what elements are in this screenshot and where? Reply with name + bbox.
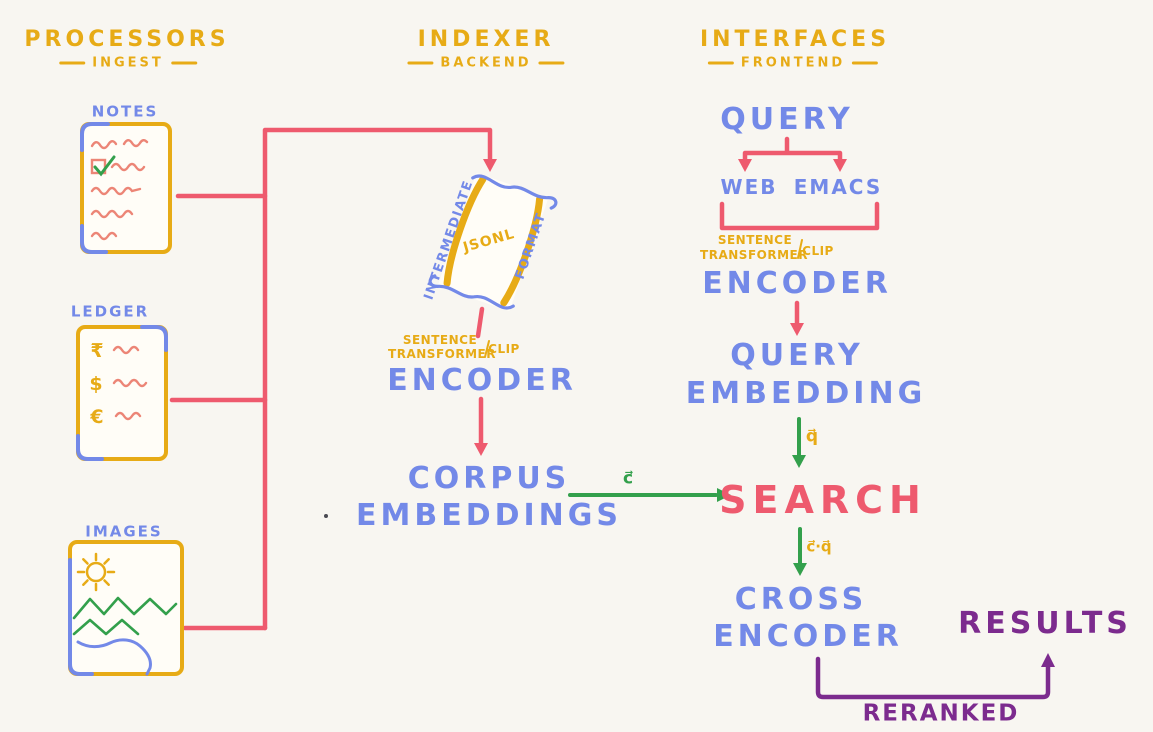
scribble-line [90, 140, 118, 150]
scribble-line [110, 162, 146, 172]
search-node: SEARCH [719, 478, 927, 522]
scribble-line [122, 139, 149, 148]
processors-title: PROCESSORS [24, 27, 230, 52]
processors-subtitle: INGEST [59, 57, 197, 70]
arrowhead-search-left [717, 488, 731, 502]
stray-dot [324, 514, 328, 518]
ledger-scribble-lines [112, 345, 148, 421]
clients-join-connector [719, 201, 880, 231]
interfaces-model-transformer: TRANSFORMER [700, 248, 808, 262]
corpus-vector-label: c⃗ [622, 468, 634, 489]
mountain-ridge [72, 596, 178, 620]
notes-doc-corner-accent-bottom [80, 224, 108, 254]
green-arrowheads [717, 455, 807, 576]
interfaces-model-clip: CLIP [802, 244, 834, 258]
interfaces-encoder-node: ENCODER [702, 266, 892, 301]
results-node: RESULTS [958, 606, 1132, 641]
corpus-embeddings-node-line1: CORPUS [407, 461, 571, 496]
indexer-model-clip: CLIP [488, 342, 520, 356]
ingest-connectors [169, 127, 880, 631]
notes-label: NOTES [91, 102, 159, 121]
rerank-connector [815, 656, 1051, 700]
trunk-connector [262, 127, 493, 631]
scroll-to-encoder-line [475, 306, 485, 339]
mountains-icon [72, 596, 178, 636]
ledger-document-icon [76, 325, 168, 461]
query-embedding-node-line1: QUERY [730, 338, 864, 373]
interfaces-title: INTERFACES [699, 27, 891, 52]
scroll-top-curl [471, 174, 558, 210]
corpus-embeddings-node-line2: EMBEDDINGS [355, 498, 623, 533]
query-vector-label: q⃗ [805, 426, 819, 447]
scribble-line [90, 231, 118, 241]
query-split-connector [742, 136, 843, 169]
indexer-model-sentence: SENTENCE [402, 333, 478, 347]
scroll-bottom-curl [428, 274, 515, 310]
scribble-line [112, 345, 140, 355]
euro-symbol: € [90, 406, 104, 428]
notes-doc-corner-accent-top [80, 122, 110, 152]
images-label: IMAGES [85, 522, 163, 541]
jsonl-scroll-icon [428, 172, 558, 312]
ledger-doc-body [76, 325, 168, 461]
sun-disc [85, 561, 107, 583]
interfaces-model-sentence: SENTENCE [717, 233, 793, 247]
sun-icon [76, 552, 116, 592]
arrowhead-web [738, 159, 752, 172]
notes-checkmark-icon [93, 155, 116, 177]
web-client-node: WEB [720, 175, 778, 199]
indexer-title: INDEXER [417, 27, 555, 52]
arrowhead-search-top [792, 455, 806, 468]
images-document-icon [68, 540, 184, 676]
ledger-doc-corner-accent-top [140, 325, 168, 352]
arrowhead-corpus [474, 443, 488, 456]
scribble-line [114, 411, 142, 421]
notes-document-icon [80, 122, 172, 254]
arrowhead-if-encoder [790, 323, 804, 336]
cross-encoder-node-line1: CROSS [734, 582, 868, 617]
emacs-client-node: EMACS [793, 175, 883, 199]
arrowhead-results [1041, 653, 1055, 667]
query-node: QUERY [720, 102, 854, 137]
river-icon [76, 638, 152, 676]
dot-product-label: c⃗·q⃗ [806, 537, 832, 556]
cross-encoder-node-line2: ENCODER [713, 619, 903, 654]
mountain-ridge [72, 618, 140, 636]
ledger-doc-corner-accent-bottom [76, 434, 104, 461]
indexer-encoder-node: ENCODER [387, 363, 577, 398]
indexer-model-divider [484, 340, 490, 358]
arrowhead-cross [793, 563, 807, 576]
query-embedding-node-line2: EMBEDDING [685, 376, 927, 411]
interfaces-model-divider [797, 239, 803, 259]
reranked-edge-label: RERANKED [862, 700, 1020, 727]
scribble-line [112, 378, 148, 388]
scroll-left-band [443, 175, 487, 287]
arrowhead-emacs [833, 159, 847, 172]
arrowhead-scroll [483, 159, 497, 172]
red-arrowheads [474, 159, 847, 456]
search-flow-connectors [568, 417, 802, 566]
images-doc-edge-accent [68, 558, 94, 676]
rupee-symbol: ₹ [90, 340, 104, 362]
scribble-line [90, 209, 134, 219]
indexer-model-transformer: TRANSFORMER [388, 347, 496, 361]
ledger-label: LEDGER [70, 302, 150, 321]
scribble-line [90, 186, 142, 196]
sun-rays [76, 552, 116, 592]
indexer-subtitle: BACKEND [407, 57, 564, 70]
interfaces-subtitle: FRONTEND [708, 57, 878, 70]
dollar-symbol: $ [89, 373, 103, 395]
